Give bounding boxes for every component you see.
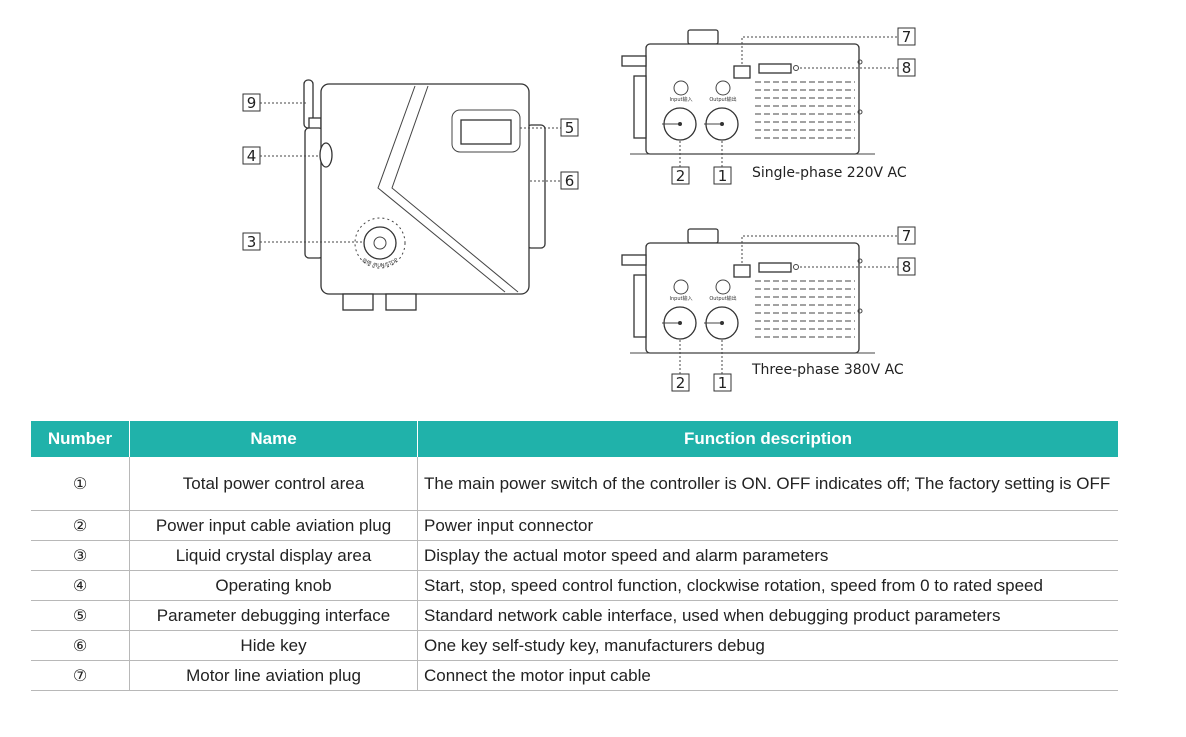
controller-body xyxy=(320,83,530,295)
output-plug-icon-single xyxy=(715,80,731,96)
row-name: Power input cable aviation plug xyxy=(129,510,418,541)
callout-8-three: 8 xyxy=(902,258,912,276)
callout-7-single: 7 xyxy=(902,28,912,46)
row-number: ⑤ xyxy=(31,600,130,631)
table-row: ② Power input cable aviation plug Power … xyxy=(31,510,1118,541)
terminal-strip-three xyxy=(758,262,792,273)
side-port-three xyxy=(621,254,647,266)
row-description: Power input connector xyxy=(417,510,1118,541)
body-stripe-2 xyxy=(391,85,519,293)
row-number: ① xyxy=(31,457,130,511)
body-stripe-1 xyxy=(377,85,506,293)
header-function-description: Function description xyxy=(417,421,1118,457)
callout-2-single: 2 xyxy=(676,167,686,185)
input-plug-icon-three xyxy=(673,279,689,295)
table-row: ③ Liquid crystal display area Display th… xyxy=(31,540,1118,571)
header-name: Name xyxy=(129,421,418,457)
table-row: ⑦ Motor line aviation plug Connect the m… xyxy=(31,660,1118,691)
side-latch-icon xyxy=(319,142,333,168)
callout-6: 6 xyxy=(565,172,575,190)
side-port-single xyxy=(621,55,647,67)
callout-box-6 xyxy=(560,171,579,190)
single-phase-callouts: 7 8 2 1 Single-phase 220V AC xyxy=(671,27,916,185)
table-row: ④ Operating knob Start, stop, speed cont… xyxy=(31,570,1118,601)
row-name: Hide key xyxy=(129,630,418,661)
three-phase-view: Input输入 Output输出 xyxy=(621,228,875,354)
input-label-three: Input输入 xyxy=(670,295,693,302)
row-name: Motor line aviation plug xyxy=(129,660,418,691)
left-bracket xyxy=(304,127,324,259)
callout-box-7-single xyxy=(897,27,916,46)
callout-9: 9 xyxy=(247,94,257,112)
network-port-single xyxy=(733,65,751,79)
lcd-screen xyxy=(460,119,512,145)
three-phase-label: Three-phase 380V AC xyxy=(751,362,904,378)
three-phase-callouts: 7 8 2 1 Three-phase 380V AC xyxy=(671,226,916,392)
vent-grille-three xyxy=(755,280,855,338)
row-name: Total power control area xyxy=(129,457,418,511)
row-number: ⑦ xyxy=(31,660,130,691)
side-fins-three xyxy=(633,274,647,338)
operating-knob-icon xyxy=(363,226,397,260)
table-header-row: Number Name Function description xyxy=(31,421,1118,457)
product-diagram: 启停 /RUN/STOP 9 4 3 5 6 xyxy=(242,27,916,392)
row-number: ④ xyxy=(31,570,130,601)
front-callouts: 9 4 3 5 6 xyxy=(242,93,579,251)
single-phase-view: Input输入 Output输出 xyxy=(621,29,875,155)
table-row: ⑥ Hide key One key self-study key, manuf… xyxy=(31,630,1118,661)
callout-7-three: 7 xyxy=(902,227,912,245)
top-cap xyxy=(687,29,719,45)
callout-1-single: 1 xyxy=(718,167,728,185)
callout-4: 4 xyxy=(247,147,257,165)
row-description: Standard network cable interface, used w… xyxy=(417,600,1118,631)
output-label-three: Output输出 xyxy=(709,295,736,302)
knob-center xyxy=(373,236,387,250)
row-number: ② xyxy=(31,510,130,541)
cable-gland-left xyxy=(342,293,374,311)
row-number: ③ xyxy=(31,540,130,571)
side-fins-single xyxy=(633,75,647,139)
network-port-three xyxy=(733,264,751,278)
row-description: One key self-study key, manufacturers de… xyxy=(417,630,1118,661)
callout-3: 3 xyxy=(247,233,257,251)
terminal-strip-single xyxy=(758,63,792,74)
knob-scale xyxy=(354,217,406,269)
single-phase-label: Single-phase 220V AC xyxy=(752,165,907,181)
cable-gland-right xyxy=(385,293,417,311)
row-description: Start, stop, speed control function, clo… xyxy=(417,570,1118,601)
lcd-frame xyxy=(451,109,521,153)
row-description: The main power switch of the controller … xyxy=(417,457,1118,511)
input-plug-icon-single xyxy=(673,80,689,96)
input-label-single: Input输入 xyxy=(670,96,693,103)
row-description: Display the actual motor speed and alarm… xyxy=(417,540,1118,571)
callout-1-three: 1 xyxy=(718,374,728,392)
right-bracket xyxy=(526,124,546,249)
table-row: ⑤ Parameter debugging interface Standard… xyxy=(31,600,1118,631)
row-number: ⑥ xyxy=(31,630,130,661)
row-name: Operating knob xyxy=(129,570,418,601)
output-label-single: Output输出 xyxy=(709,96,736,103)
table-row: ① Total power control area The main powe… xyxy=(31,457,1118,511)
callout-2-three: 2 xyxy=(676,374,686,392)
front-view-controller: 启停 /RUN/STOP xyxy=(303,79,546,311)
output-plug-icon-three xyxy=(715,279,731,295)
top-cap-three xyxy=(687,228,719,244)
vent-grille-single xyxy=(755,81,855,139)
row-description: Connect the motor input cable xyxy=(417,660,1118,691)
header-number: Number xyxy=(31,421,130,457)
callout-8-single: 8 xyxy=(902,59,912,77)
callout-5: 5 xyxy=(565,119,575,137)
callout-box-7-three xyxy=(897,226,916,245)
row-name: Parameter debugging interface xyxy=(129,600,418,631)
row-name: Liquid crystal display area xyxy=(129,540,418,571)
function-table: Number Name Function description ① Total… xyxy=(31,421,1118,691)
